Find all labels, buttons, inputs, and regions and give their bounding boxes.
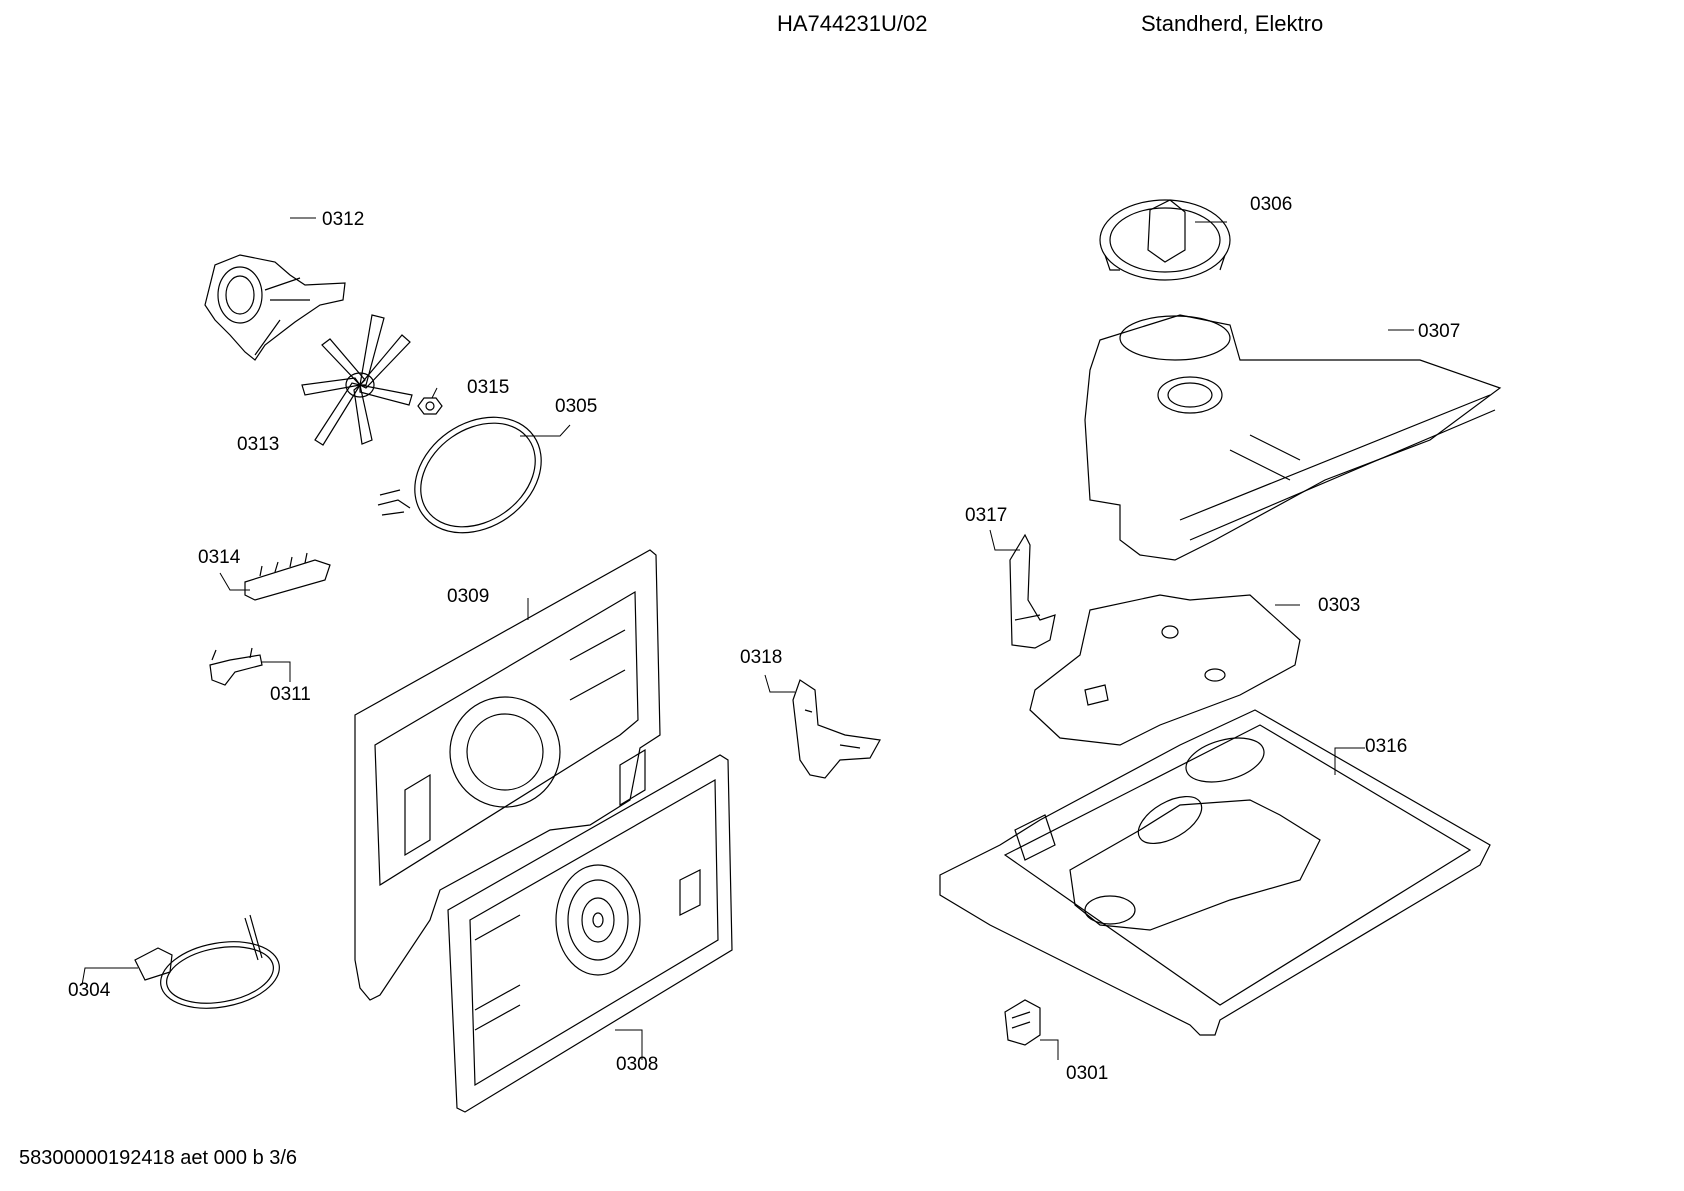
label-0316: 0316 — [1365, 736, 1408, 757]
document-code: 58300000192418 aet 000 b 3/6 — [19, 1147, 298, 1169]
mains-cable-drawing — [81, 914, 280, 1009]
fan-motor-drawing — [204, 217, 346, 361]
label-0307: 0307 — [1418, 321, 1461, 342]
label-0303: 0303 — [1318, 595, 1361, 616]
label-0305: 0305 — [555, 396, 598, 417]
label-0314: 0314 — [198, 547, 241, 568]
label-0312: 0312 — [322, 209, 365, 230]
model-number: HA744231U/02 — [777, 11, 928, 36]
label-0309: 0309 — [447, 586, 490, 607]
label-0301: 0301 — [1066, 1063, 1109, 1084]
switch-drawing — [1004, 999, 1059, 1060]
label-0313: 0313 — [237, 434, 280, 455]
nut-drawing — [417, 387, 443, 415]
label-0318: 0318 — [740, 647, 783, 668]
back-panel-drawing — [447, 754, 733, 1113]
holder-drawing — [989, 529, 1056, 649]
label-0308: 0308 — [616, 1054, 659, 1075]
terminal-block-drawing — [219, 552, 331, 601]
clip-drawing — [209, 647, 291, 686]
bracket-drawing — [764, 674, 881, 779]
label-0317: 0317 — [965, 505, 1008, 526]
label-0311: 0311 — [270, 684, 311, 705]
fan-wheel-drawing — [301, 314, 413, 446]
ring-heating-element-drawing — [377, 416, 571, 534]
label-0306: 0306 — [1250, 194, 1293, 215]
cooling-fan-drawing — [1099, 199, 1231, 281]
air-duct-drawing — [1084, 314, 1502, 561]
label-0304: 0304 — [68, 980, 111, 1001]
appliance-description: Standherd, Elektro — [1141, 11, 1324, 36]
base-plate-drawing — [939, 709, 1491, 1036]
label-0315: 0315 — [467, 377, 510, 398]
insulation-plate-drawing — [1029, 594, 1301, 746]
rear-wall-drawing — [354, 549, 661, 1001]
